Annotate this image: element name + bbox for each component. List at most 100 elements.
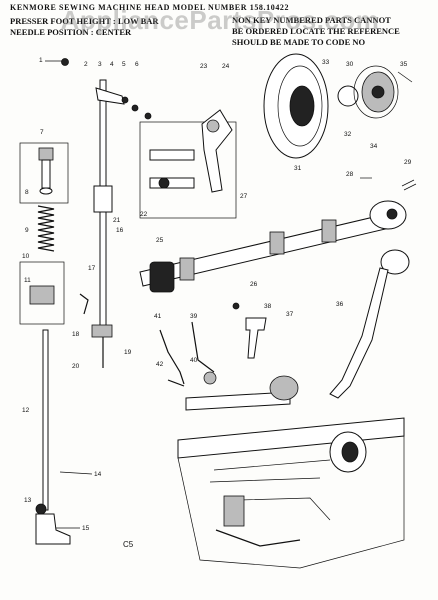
code-label: C5 (123, 540, 134, 549)
callout-32: 32 (344, 131, 352, 138)
callout-14: 14 (94, 471, 102, 478)
machine-bed-sketch (177, 417, 405, 569)
needle-bar-assembly (45, 58, 152, 368)
bed-wheel-hub (341, 441, 359, 463)
screw-29 (401, 179, 417, 191)
needle-bar-bracket (93, 185, 113, 213)
bracket-37 (245, 317, 267, 359)
callout-16: 16 (116, 227, 124, 234)
bed-linkage (215, 529, 301, 547)
bed-frame (177, 436, 405, 569)
thumb-screw-stem (41, 159, 51, 189)
presser-foot (35, 513, 71, 545)
callout-39: 39 (190, 313, 198, 320)
connecting-rod (329, 249, 410, 399)
callout-42: 42 (156, 361, 164, 368)
thread-guide (95, 87, 125, 105)
callout-27: 27 (240, 193, 248, 200)
callout-33: 33 (322, 59, 330, 66)
parts-note-line-1: NON KEY NUMBERED PARTS CANNOT (232, 15, 391, 25)
crank (149, 177, 195, 189)
bed-rail (177, 417, 405, 459)
handwheel-rim (277, 65, 323, 147)
callout-3: 3 (98, 61, 102, 68)
presser-bar-guide (29, 285, 55, 305)
screw-38 (232, 302, 240, 310)
handwheel-assembly (263, 53, 413, 159)
clutch-frame (353, 65, 399, 119)
link-39 (191, 321, 215, 373)
shaft-counterweight (149, 261, 175, 293)
screw-42 (167, 379, 185, 387)
callout-9: 9 (25, 227, 29, 234)
thumb-screw-13 (35, 503, 47, 515)
parts-note-line-3: SHOULD BE MADE TO CODE NO (232, 37, 366, 47)
callout-34: 34 (370, 143, 378, 150)
callout-7: 7 (40, 129, 44, 136)
rock-shaft (185, 391, 291, 411)
callout-1: 1 (39, 57, 43, 64)
screw-4 (121, 96, 129, 104)
presser-foot-height: PRESSER FOOT HEIGHT : LOW BAR (10, 16, 159, 26)
needle-position: NEEDLE POSITION : CENTER (10, 27, 132, 37)
lever-hub (206, 119, 220, 133)
callout-10: 10 (22, 253, 30, 260)
part-40 (203, 371, 217, 385)
shaft-collar-1 (179, 257, 195, 281)
take-up-lever-assembly (139, 109, 237, 219)
callout-29: 29 (404, 159, 412, 166)
lever-41 (159, 329, 185, 385)
callout-36: 36 (336, 301, 344, 308)
callout-23: 23 (200, 63, 208, 70)
shaft-collar-3 (321, 219, 337, 243)
rod-eye (380, 249, 410, 275)
callout-11: 11 (24, 277, 31, 284)
callout-30: 30 (346, 61, 354, 68)
callout-12: 12 (22, 407, 30, 414)
callout-4: 4 (110, 61, 114, 68)
screw-1 (61, 58, 69, 66)
callout-22: 22 (140, 211, 148, 218)
leader-35 (397, 71, 413, 83)
rock-shaft-crank (269, 375, 299, 401)
crank-hub (158, 177, 170, 189)
part-10-frame (19, 261, 65, 325)
presser-bar (42, 329, 49, 511)
callout-15: 15 (82, 525, 90, 532)
pulley-hub (386, 208, 398, 220)
callout-28: 28 (346, 171, 354, 178)
callout-labels: 1 2 3 4 5 6 7 8 9 10 11 12 13 14 15 16 1… (22, 57, 412, 532)
part-7-frame (19, 142, 69, 204)
callout-18: 18 (72, 331, 80, 338)
part-21-frame (139, 121, 237, 219)
callout-20: 20 (72, 363, 80, 370)
bushing-32 (337, 85, 359, 107)
callout-5: 5 (122, 61, 126, 68)
parts-note-line-2: BE ORDERED LOCATE THE REFERENCE (232, 26, 400, 36)
bed-bracket (223, 495, 245, 527)
screw-6 (144, 112, 152, 120)
callout-6: 6 (135, 61, 139, 68)
clutch-hub (371, 85, 385, 99)
callout-35: 35 (400, 61, 408, 68)
arm-shaft-assembly (139, 177, 417, 293)
callout-38: 38 (264, 303, 272, 310)
callout-24: 24 (222, 63, 230, 70)
diagram-title: KENMORE SEWING MACHINE HEAD MODEL NUMBER… (10, 3, 290, 12)
presser-bar-assembly (19, 142, 93, 545)
arm-shaft (139, 211, 399, 287)
callout-40: 40 (190, 357, 198, 364)
lower-linkage (159, 302, 299, 411)
callout-19: 19 (124, 349, 132, 356)
thumb-screw (38, 147, 54, 161)
callout-2: 2 (84, 61, 88, 68)
link-arm (149, 149, 195, 161)
thread-guide-17 (79, 293, 89, 315)
callout-21: 21 (113, 217, 121, 224)
washer-8 (39, 187, 53, 195)
bed-shafts (209, 459, 331, 521)
callout-13: 13 (24, 497, 32, 504)
callout-8: 8 (25, 189, 29, 196)
